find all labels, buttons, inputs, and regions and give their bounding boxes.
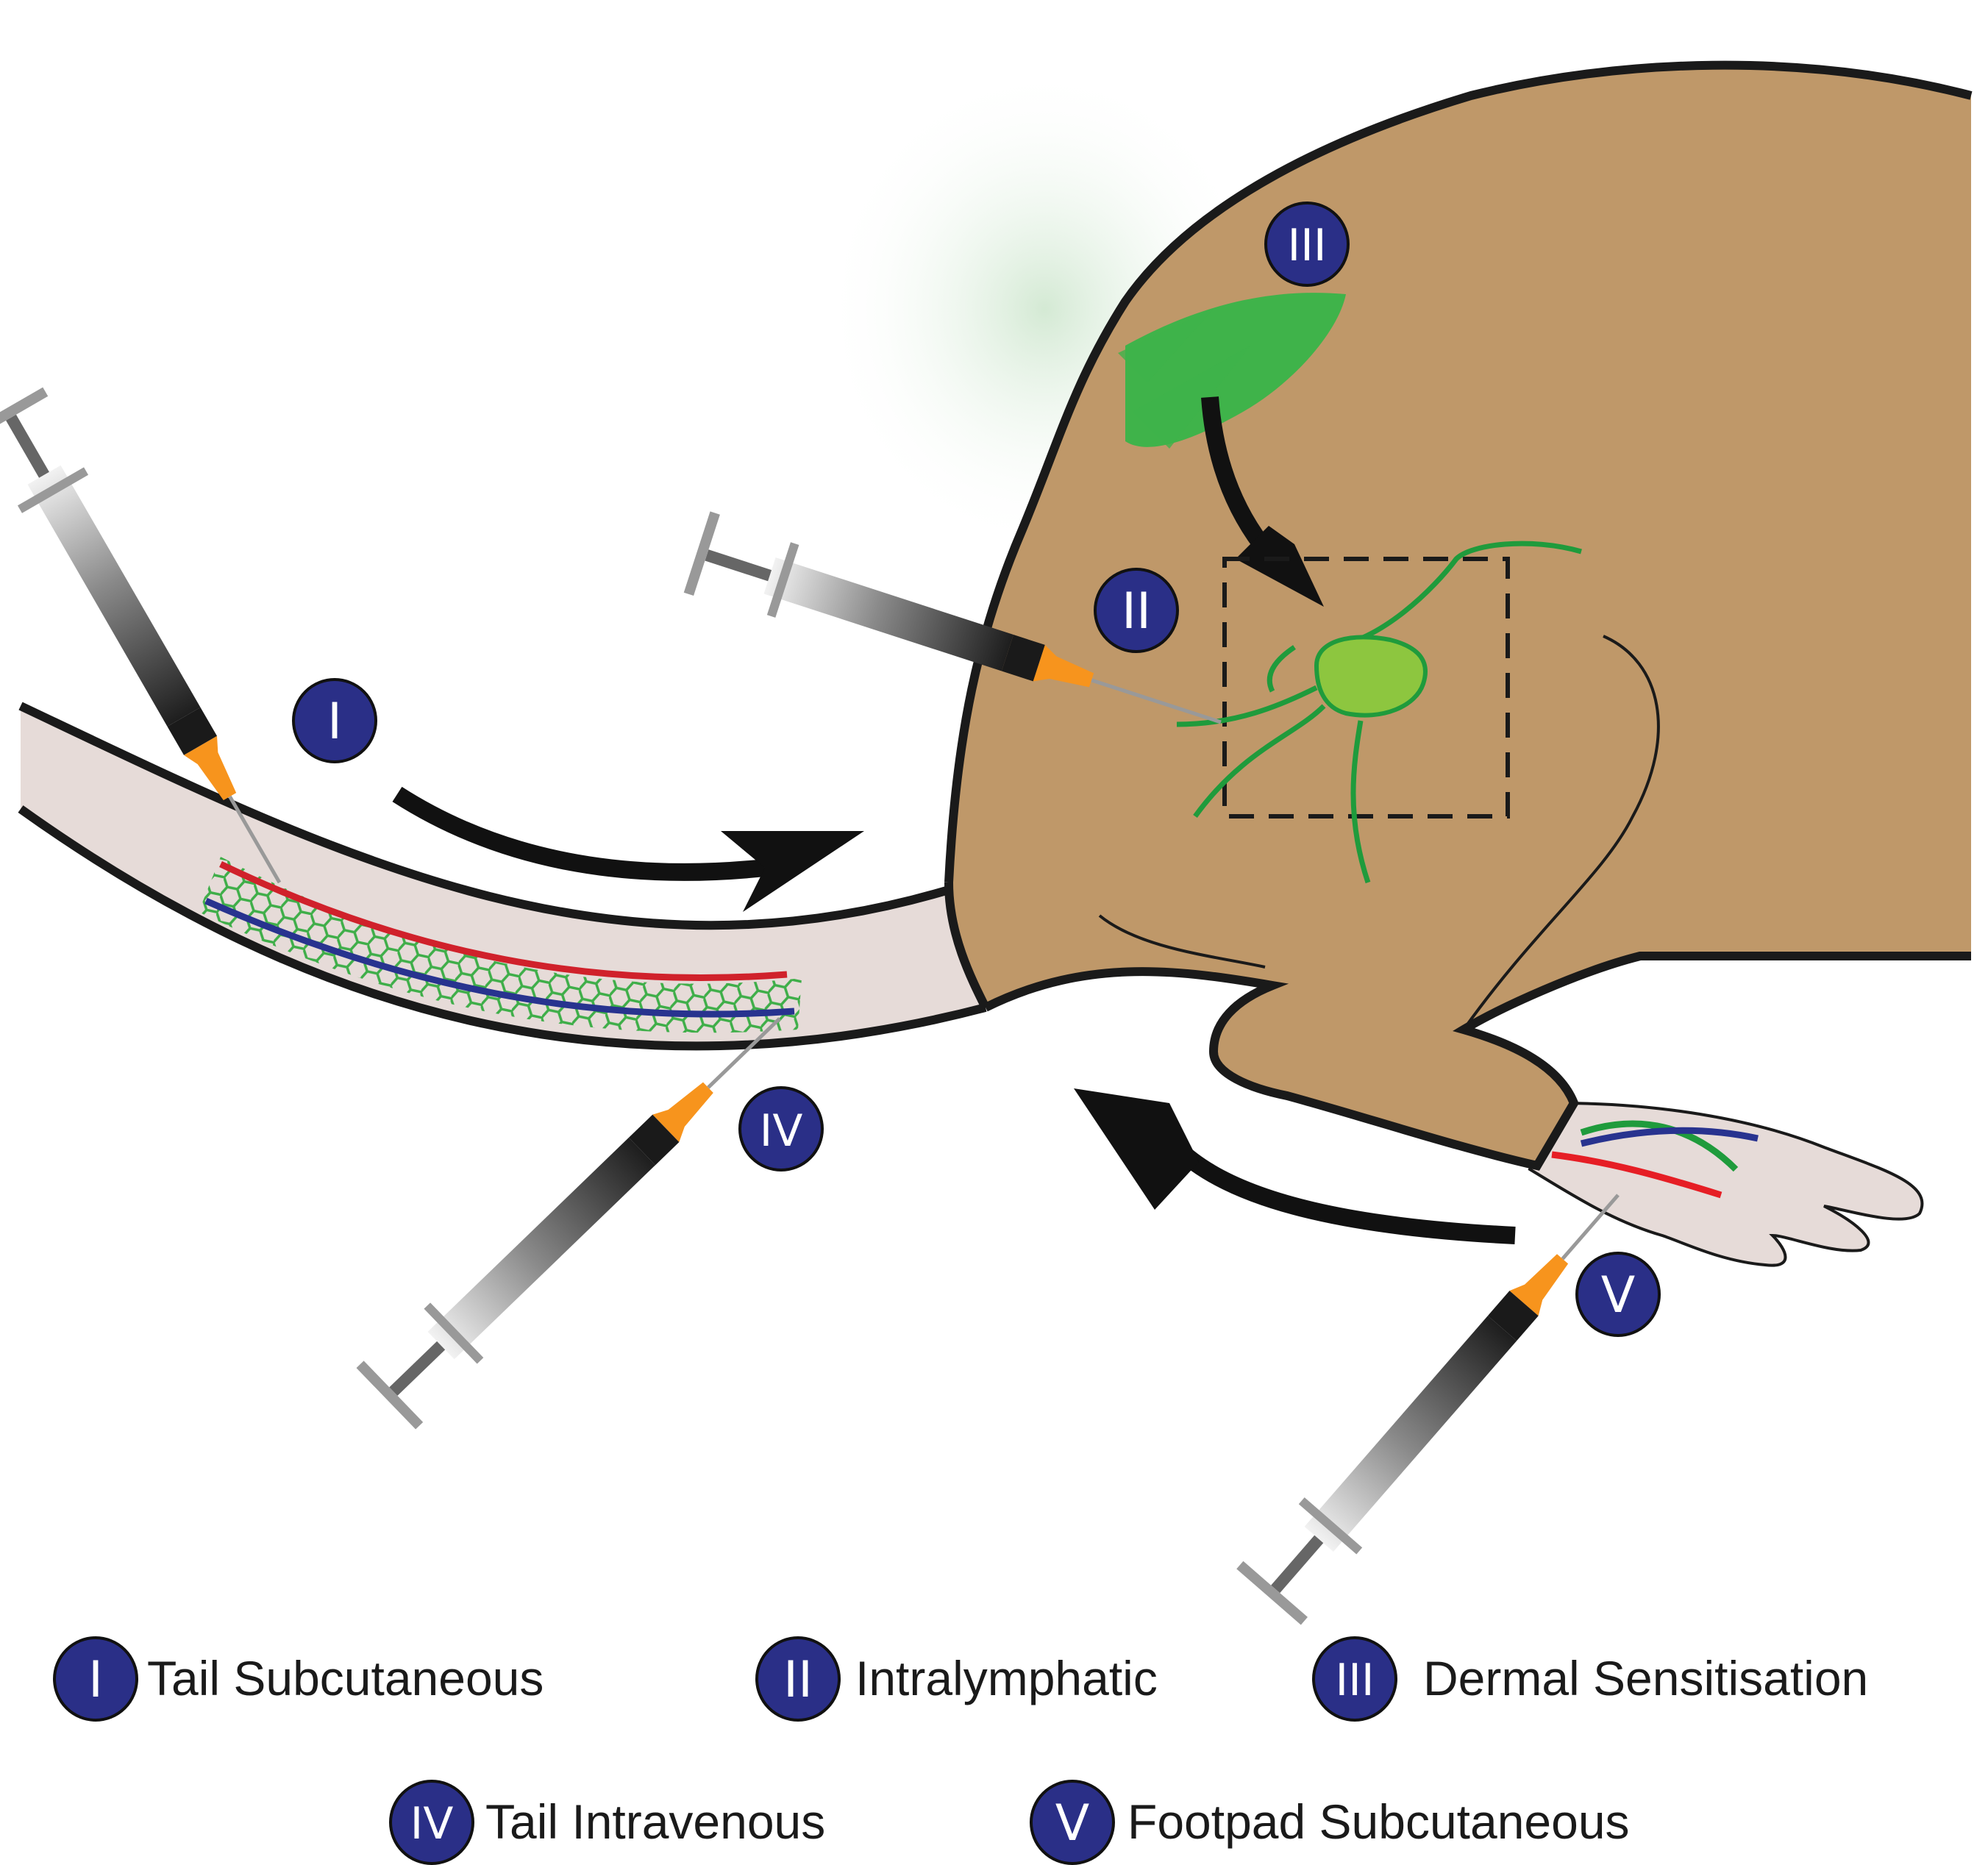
legend-item-4: IV Tail Intravenous [389, 1780, 825, 1865]
dermal-sensitisation-patch [1118, 293, 1346, 449]
legend-item-3: III Dermal Sensitisation [1312, 1636, 1868, 1722]
legend-item-1-numeral: I [88, 1651, 103, 1709]
legend-item-3-numeral: III [1335, 1655, 1374, 1706]
mouse-paw [1528, 1101, 1924, 1267]
legend-item-3-label: Dermal Sensitisation [1423, 1651, 1868, 1705]
badge-site-4-numeral: IV [760, 1105, 803, 1157]
legend-item-2: II Intralymphatic [755, 1636, 1158, 1722]
syringe-tail-subcutaneous [0, 387, 282, 884]
flow-arrow-paw-to-node [1170, 1141, 1516, 1244]
flow-arrowhead-paw [1074, 1088, 1199, 1210]
paw-artery [1551, 1151, 1722, 1199]
badge-site-1: I [292, 678, 377, 763]
thigh-crease [1462, 635, 1660, 1031]
lymph-node [1314, 635, 1428, 718]
badge-site-1-numeral: I [327, 693, 342, 751]
lymph-vessels [1176, 541, 1582, 884]
legend-item-1: I Tail Subcutaneous [53, 1636, 544, 1722]
tail-base-outline [944, 882, 990, 1010]
legend-item-4-label: Tail Intravenous [485, 1794, 825, 1849]
legend-item-5-numeral: V [1055, 1794, 1090, 1852]
legend: I Tail Subcutaneous II Intralymphatic II… [53, 1636, 1868, 1865]
badge-site-5: V [1575, 1252, 1661, 1337]
syringe-intralymphatic [683, 511, 1222, 724]
tail-lymphatic-mesh [199, 857, 802, 1033]
paw-vein [1580, 1127, 1759, 1147]
badge-site-4: IV [738, 1086, 824, 1172]
badge-site-3: III [1264, 202, 1350, 287]
drainage-arrow-skin-to-node [1201, 396, 1269, 550]
tail-vein [204, 897, 795, 1018]
lymph-node-region-box [1222, 557, 1510, 819]
badge-site-3-numeral: III [1287, 220, 1326, 271]
badge-site-5-numeral: V [1601, 1266, 1636, 1324]
badge-site-2-numeral: II [1122, 582, 1151, 641]
syringe-footpad-subcutaneous [1236, 1194, 1620, 1625]
legend-item-5: V Footpad Subcutaneous [1030, 1780, 1630, 1865]
body-outline-belly [983, 952, 1971, 1171]
legend-item-5-label: Footpad Subcutaneous [1127, 1794, 1630, 1849]
flow-arrow-tail-to-node [392, 786, 766, 881]
tail-outline-bottom [18, 805, 987, 1051]
drainage-arrowhead-node [1236, 526, 1324, 607]
legend-item-2-label: Intralymphatic [855, 1651, 1158, 1705]
badge-site-2: II [1094, 568, 1179, 653]
syringe-tail-intravenous [356, 1017, 781, 1430]
tail-outline-top [18, 702, 950, 930]
tail-artery [219, 860, 788, 982]
mouse-tail [21, 706, 986, 1046]
knee-crease [1098, 914, 1266, 969]
legend-item-1-label: Tail Subcutaneous [147, 1651, 544, 1705]
legend-item-4-numeral: IV [410, 1798, 454, 1850]
legend-item-2-numeral: II [783, 1651, 813, 1709]
flow-arrowhead-tail [721, 831, 864, 912]
